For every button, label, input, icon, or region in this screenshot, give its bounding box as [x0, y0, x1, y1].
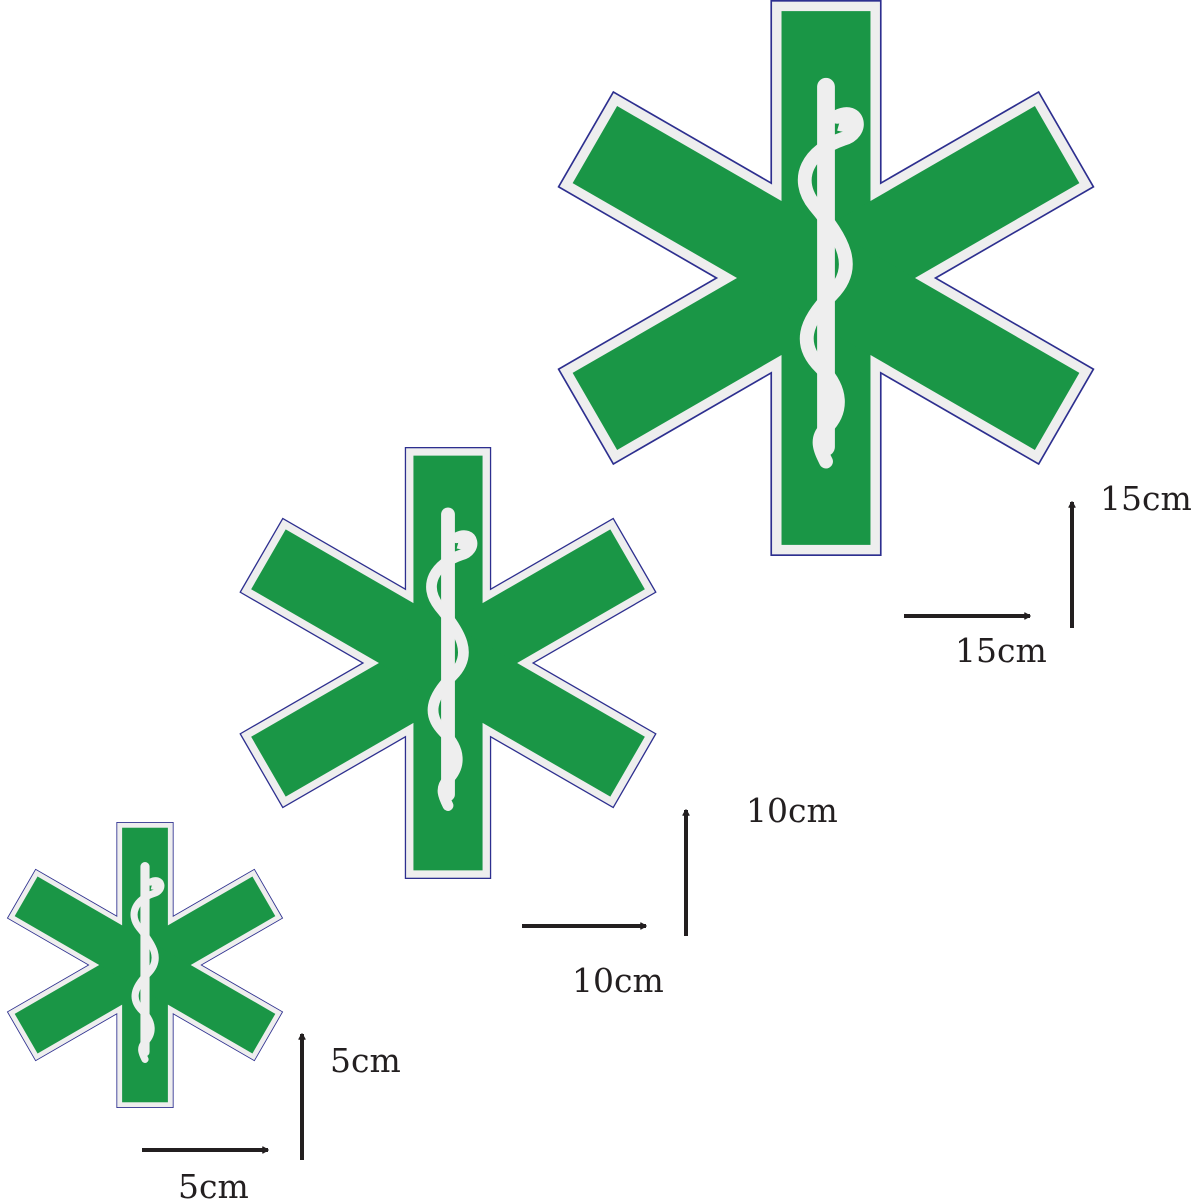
- width-label-large: 15cm: [955, 631, 1047, 670]
- sticker-large: [557, 0, 1094, 556]
- height-label-medium: 10cm: [746, 791, 838, 830]
- star-of-life-icon: [239, 447, 656, 879]
- width-label-medium: 10cm: [572, 961, 664, 1000]
- star-of-life-icon: [7, 822, 283, 1108]
- height-label-small: 5cm: [330, 1041, 401, 1080]
- width-label-small: 5cm: [178, 1167, 249, 1200]
- sticker-medium: [239, 447, 656, 879]
- height-label-large: 15cm: [1100, 479, 1192, 518]
- star-of-life-icon: [557, 0, 1094, 556]
- sticker-small: [7, 822, 283, 1108]
